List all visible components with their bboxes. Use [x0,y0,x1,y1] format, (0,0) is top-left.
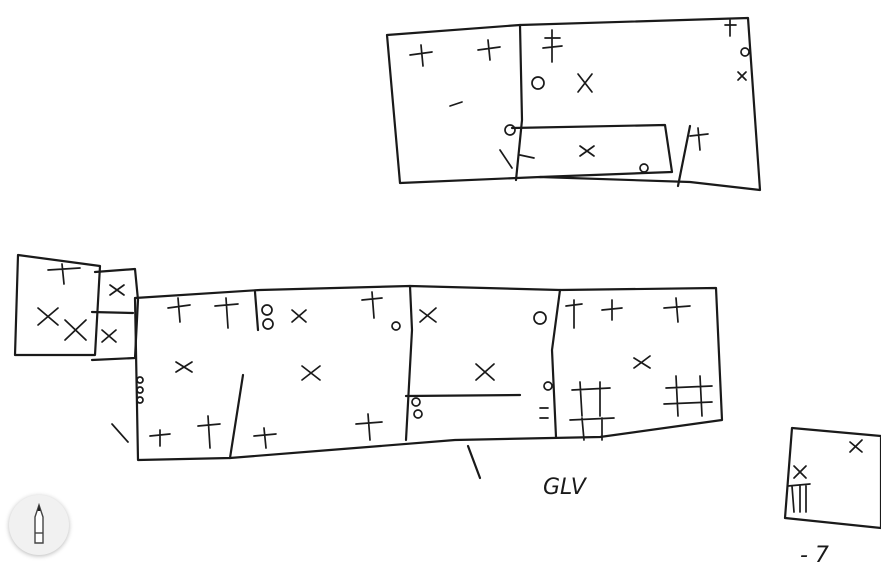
corner-room-sketch [783,426,881,530]
main-floorplan-sketch [111,284,724,480]
top-floorplan-sketch [385,16,762,192]
glv-label: GLV [543,475,588,500]
pencil-tool-button[interactable] [9,495,69,555]
corner-scribble-label: - 7 [800,543,829,564]
pencil-icon [34,503,44,544]
left-rooms-sketch [13,253,140,362]
